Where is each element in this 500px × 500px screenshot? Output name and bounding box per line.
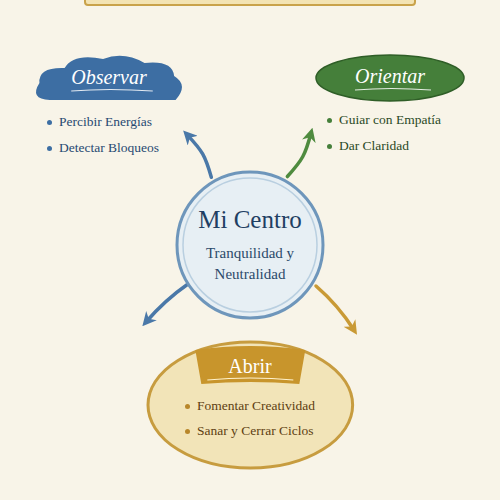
category-node: OrientarGuiar con EmpatíaDar Claridad — [315, 54, 465, 164]
inner-ring — [183, 178, 317, 312]
node-heading: Observar — [71, 66, 147, 89]
center-circle: Mi CentroTranquilidad y Neutralidad — [175, 170, 325, 320]
heading-flourish — [207, 378, 293, 380]
node-heading: Abrir — [228, 355, 271, 378]
bullet-dot — [185, 429, 190, 434]
ellipse-fill — [316, 55, 464, 101]
bullet-text: Sanar y Cerrar Ciclos — [197, 423, 314, 439]
bullet-dot — [47, 146, 52, 151]
bullet-text: Percibir Energías — [59, 114, 152, 130]
bullet-text: Guiar con Empatía — [339, 112, 441, 128]
node-heading: Orientar — [355, 65, 425, 88]
ellipse-shape — [148, 342, 353, 468]
category-node: ObservarPercibir EnergíasDetectar Bloque… — [35, 54, 183, 166]
connector-arrow — [287, 133, 311, 176]
circle-ring — [177, 172, 323, 318]
bullet-dot — [327, 118, 332, 123]
decor-arrow — [316, 286, 354, 330]
node-title: Mi Centro — [198, 205, 301, 235]
connector-arrow — [187, 135, 211, 178]
decor-arrow — [146, 284, 188, 322]
bullet-dot — [185, 404, 190, 409]
bullet-dot — [47, 120, 52, 125]
bullet-text: Detectar Bloqueos — [59, 140, 159, 156]
bullet-text: Fomentar Creatividad — [197, 398, 315, 414]
category-node: AbrirFomentar CreatividadSanar y Cerrar … — [146, 340, 355, 470]
top-banner — [85, 0, 415, 5]
heading-flourish — [355, 89, 431, 91]
bullet-dot — [327, 144, 332, 149]
heading-band — [195, 346, 305, 384]
bullet-text: Dar Claridad — [339, 138, 409, 154]
node-subtitle: Tranquilidad y Neutralidad — [198, 243, 303, 285]
cloud-fill — [36, 56, 182, 100]
heading-flourish — [71, 90, 153, 92]
